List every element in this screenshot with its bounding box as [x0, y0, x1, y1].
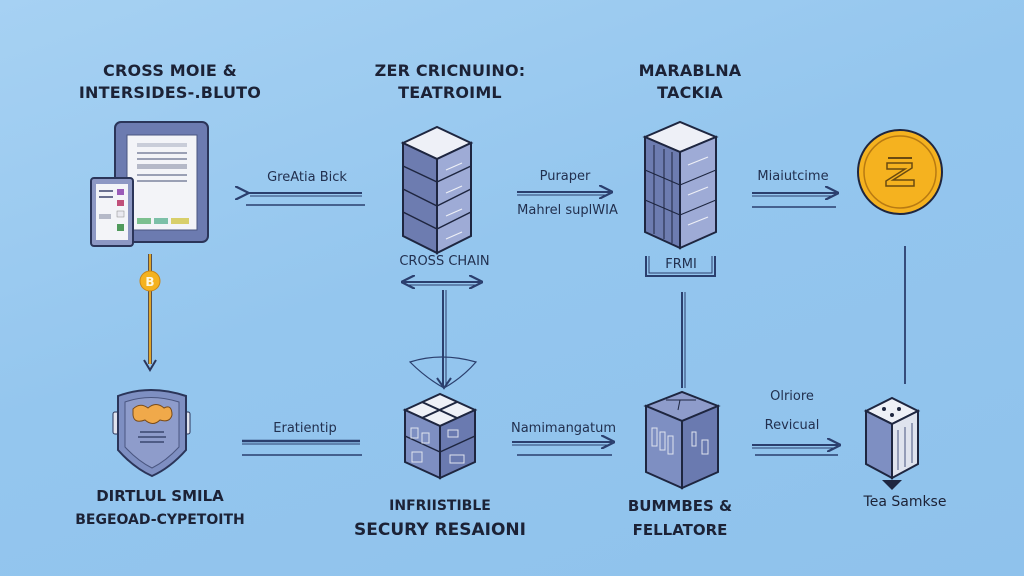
title-line: MARABLNA — [638, 61, 742, 80]
svg-text:B: B — [145, 275, 154, 289]
title-line: CROSS MOIE & — [103, 61, 237, 80]
server-rack-icon — [642, 120, 719, 250]
caption-line: BUMMBES & — [627, 497, 733, 515]
caption-line: Tea Samkse — [863, 494, 947, 510]
column-1-title: CROSS MOIE & INTERSIDES-.BLUTO — [40, 60, 300, 104]
bitcoin-coin-icon: B — [139, 270, 161, 292]
column-3-title: MARABLNA TACKIA — [600, 60, 780, 104]
arrow-label-bottom-3a: Olriore — [770, 389, 814, 404]
title-line: TEATROIML — [398, 83, 502, 102]
arrow-right-bottom-3 — [752, 445, 838, 456]
frmi-label: FRMI — [665, 257, 697, 272]
arrow-label-bottom-3b: Revicual — [764, 418, 820, 433]
z-token-coin-icon — [857, 129, 943, 215]
arrow-label-top-3: Miaiutcime — [757, 169, 829, 184]
arrow-label-bottom-1: Eratientip — [273, 421, 337, 436]
cross-chain-bidirectional-arrow — [404, 282, 480, 285]
arrow-right-2 — [517, 192, 610, 195]
caption-line: INFRIISTIBLE — [389, 498, 491, 514]
cross-chain-label: CROSS CHAIN — [399, 254, 490, 269]
arrow-label-top-2-below: Mahrel suplWIA — [517, 203, 618, 218]
column-3-caption: BUMMBES & FELLATORE — [600, 494, 760, 542]
title-line: INTERSIDES-.BLUTO — [78, 83, 262, 102]
arrow-label-top-1: GreAtia Bick — [267, 170, 347, 185]
frmi-bracket — [645, 256, 716, 277]
cube-block-icon — [402, 392, 478, 480]
title-line: ZER CRICNUINO: — [374, 61, 526, 80]
vertical-connector-col2 — [408, 290, 478, 390]
title-line: TACKIA — [657, 83, 723, 102]
arrow-label-bottom-2: Namimangatum — [510, 421, 617, 436]
arrow-left-1 — [246, 193, 365, 206]
arrow-right-bottom-2 — [512, 442, 612, 456]
arrow-right-3 — [752, 193, 836, 208]
storage-cube-icon — [863, 396, 921, 490]
bottom-connector-1 — [242, 439, 362, 456]
package-box-icon — [643, 390, 721, 490]
column-1-caption: DIRTLUL SMILA BEGEOAD-CYPETOITH — [50, 484, 270, 532]
caption-line: FELLATORE — [632, 521, 728, 539]
shield-icon — [112, 389, 191, 478]
caption-line: BEGEOAD-CYPETOITH — [75, 512, 245, 528]
caption-line: SECURY RESAIONI — [354, 520, 526, 540]
caption-line: DIRTLUL SMILA — [96, 487, 224, 505]
document-tablet-icon — [90, 121, 209, 247]
column-4-caption: Tea Samkse — [840, 490, 970, 514]
vertical-connector-col3 — [681, 292, 686, 388]
server-tower-icon — [400, 125, 474, 255]
arrow-label-top-2-above: Puraper — [539, 169, 591, 184]
column-2-caption: INFRIISTIBLE SECURY RESAIONI — [330, 494, 550, 542]
column-2-title: ZER CRICNUINO: TEATROIML — [340, 60, 560, 104]
